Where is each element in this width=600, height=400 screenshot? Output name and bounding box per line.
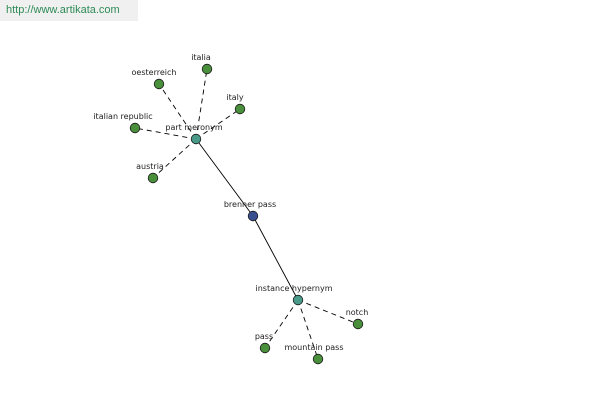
node-circle-icon[interactable] — [259, 342, 271, 354]
edge-brenner-pass-part-meronym — [195, 138, 254, 217]
graph-node-oesterreich[interactable]: oesterreich — [132, 68, 177, 90]
node-circle-icon[interactable] — [147, 172, 159, 184]
graph-node-notch[interactable]: notch — [346, 308, 369, 330]
node-label: part meronym — [165, 123, 222, 132]
node-label: mountain pass — [284, 343, 343, 352]
edge-instance-hypernym-notch — [297, 299, 359, 325]
node-circle-icon[interactable] — [352, 318, 364, 330]
node-circle-icon[interactable] — [153, 78, 165, 90]
node-label: italia — [191, 53, 211, 62]
node-label: pass — [255, 332, 273, 341]
node-label: oesterreich — [132, 68, 177, 77]
edge-part-meronym-italian-republic — [134, 127, 197, 140]
graph-node-italia[interactable]: italia — [191, 53, 213, 75]
graph-node-mountain-pass[interactable]: mountain pass — [284, 343, 344, 365]
node-circle-icon[interactable] — [234, 103, 246, 115]
node-label: italy — [226, 93, 243, 102]
edge-part-meronym-austria — [152, 138, 197, 179]
edge-instance-hypernym-pass — [264, 299, 299, 349]
graph-node-italy[interactable]: italy — [226, 93, 246, 115]
site-url-link[interactable]: http://www.artikata.com — [6, 4, 120, 16]
graph-edges — [134, 68, 359, 360]
node-label: notch — [346, 308, 369, 317]
node-circle-icon[interactable] — [247, 210, 259, 222]
node-circle-icon[interactable] — [129, 122, 141, 134]
graph-nodes: oesterreich italia italy italian republic au… — [93, 53, 369, 365]
node-label: austria — [136, 162, 164, 171]
edge-part-meronym-italia — [195, 68, 208, 140]
node-circle-icon[interactable] — [190, 133, 202, 145]
graph-node-italian-republic[interactable]: italian republic — [93, 112, 153, 134]
graph-node-instance-hypernym[interactable]: instance hypernym — [256, 284, 333, 306]
graph-node-pass[interactable]: pass — [255, 332, 273, 354]
node-circle-icon[interactable] — [292, 294, 304, 306]
node-circle-icon[interactable] — [312, 353, 324, 365]
node-label: brenner pass — [224, 200, 276, 209]
edge-instance-hypernym-mountain-pass — [297, 299, 319, 360]
node-label: instance hypernym — [256, 284, 333, 293]
edge-part-meronym-oesterreich — [158, 83, 197, 140]
node-circle-icon[interactable] — [201, 63, 213, 75]
graph-node-part-meronym[interactable]: part meronym — [165, 123, 223, 145]
node-label: italian republic — [93, 112, 152, 121]
graph-node-austria[interactable]: austria — [136, 162, 164, 184]
edge-brenner-pass-instance-hypernym — [252, 215, 299, 301]
graph-node-brenner-pass[interactable]: brenner pass — [224, 200, 276, 222]
url-bar: http://www.artikata.com — [0, 0, 138, 21]
